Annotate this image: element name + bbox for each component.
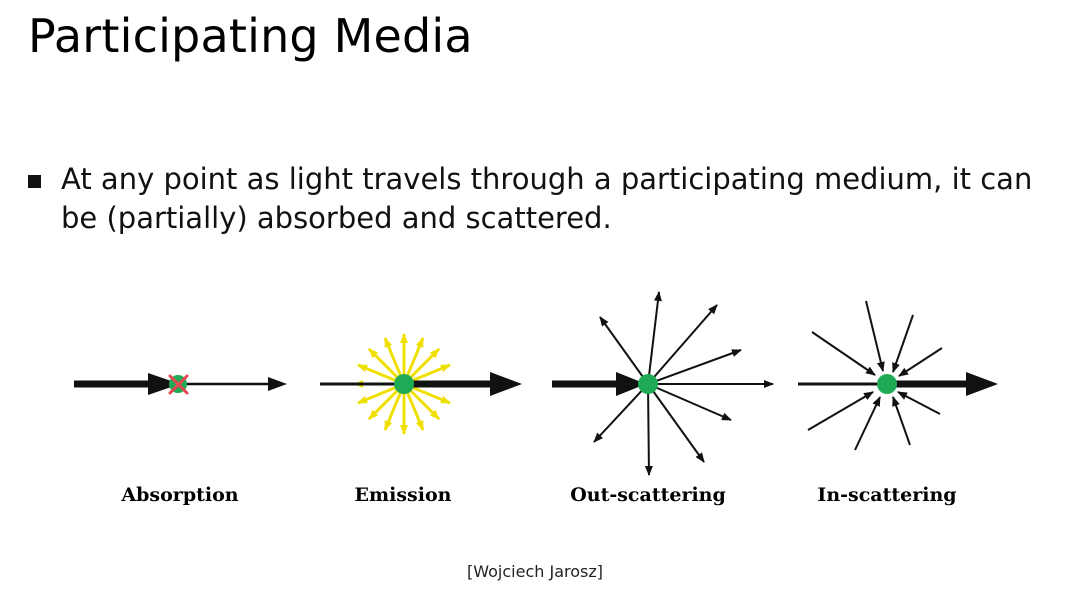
absorption-cross-icon — [168, 374, 189, 395]
out-scattering-incoming-arrowhead — [616, 372, 646, 396]
absorption-outgoing-arrowhead — [268, 377, 287, 391]
emission-label: Emission — [354, 484, 452, 506]
square-bullet-icon — [28, 175, 41, 188]
emission-panel — [320, 333, 522, 435]
in-scattering-point — [877, 374, 897, 394]
out-scattering-panel — [552, 291, 774, 476]
out-scattering-point — [638, 374, 658, 394]
in-scattering-panel — [798, 300, 998, 451]
in-scattering-rays — [807, 300, 943, 451]
image-credit: [Wojciech Jarosz] — [467, 562, 603, 581]
out-scattering-rays — [593, 291, 774, 476]
emission-outgoing-arrowhead — [490, 372, 522, 396]
absorption-label: Absorption — [121, 484, 239, 506]
slide-title: Participating Media — [28, 9, 473, 63]
out-scattering-label: Out-scattering — [570, 484, 726, 506]
absorption-incoming-arrowhead — [148, 373, 180, 395]
in-scattering-label: In-scattering — [817, 484, 957, 506]
bullet-text: At any point as light travels through a … — [61, 162, 1033, 235]
in-scattering-outgoing-arrowhead — [966, 372, 998, 396]
scattering-diagram — [74, 291, 998, 476]
absorption-panel — [74, 373, 287, 395]
emission-point — [394, 374, 414, 394]
